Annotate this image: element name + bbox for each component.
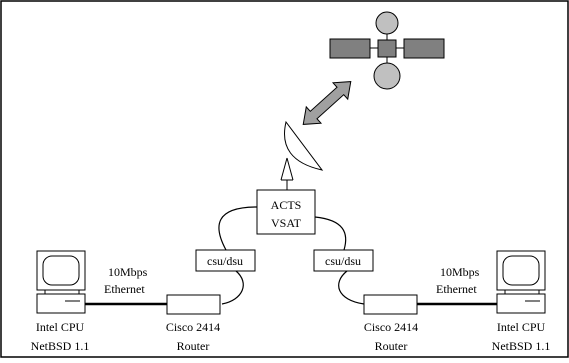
left-speed-label: 10Mbps — [108, 265, 148, 279]
vsat-box — [256, 189, 316, 235]
cable-right-csu-router — [338, 270, 365, 305]
double-arrow-icon — [302, 81, 352, 125]
right-host-label-2: NetBSD 1.1 — [492, 339, 551, 353]
dish-antenna-icon — [280, 120, 324, 190]
left-computer-icon — [36, 250, 86, 314]
cable-left-csu-router — [221, 270, 244, 305]
left-csu-label: csu/dsu — [207, 254, 243, 268]
left-router-label-1: Cisco 2414 — [166, 320, 220, 334]
left-router-box — [166, 294, 221, 315]
vsat-label-1: ACTS — [271, 198, 302, 212]
satellite-icon — [329, 11, 445, 90]
right-csu-label: csu/dsu — [325, 254, 361, 268]
right-computer-icon — [496, 250, 546, 314]
left-medium-label: Ethernet — [104, 282, 145, 296]
cable-vsat-right-csu — [314, 216, 347, 251]
right-medium-label: Ethernet — [436, 282, 477, 296]
vsat-label-2: VSAT — [271, 216, 302, 230]
right-router-box — [363, 294, 418, 315]
right-host-label-1: Intel CPU — [497, 320, 546, 334]
left-csu-box — [195, 249, 256, 272]
left-router-label-2: Router — [177, 339, 210, 353]
right-router-label-2: Router — [375, 339, 408, 353]
cable-vsat-left-csu — [218, 206, 258, 251]
right-router-label-1: Cisco 2414 — [364, 320, 418, 334]
right-speed-label: 10Mbps — [440, 265, 480, 279]
left-host-label-1: Intel CPU — [36, 320, 85, 334]
left-host-label-2: NetBSD 1.1 — [31, 339, 90, 353]
right-csu-box — [313, 249, 374, 272]
